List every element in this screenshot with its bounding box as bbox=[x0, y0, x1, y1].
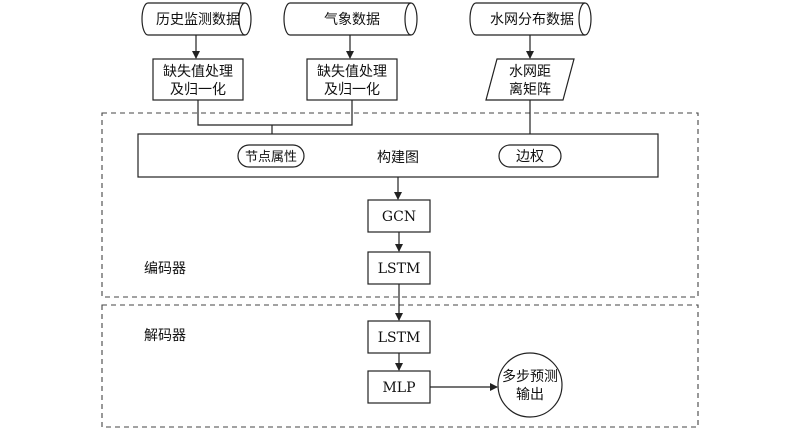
source-water-cylinder: 水网分布数据 bbox=[469, 2, 592, 36]
preprocess-history-line1: 缺失值处理 bbox=[163, 64, 233, 80]
edge-weight-pill: 边权 bbox=[498, 144, 562, 168]
distance-matrix-parallelogram: 水网距 离矩阵 bbox=[485, 58, 575, 101]
encoder-lstm-box: LSTM bbox=[367, 251, 431, 285]
preprocess-box-history: 缺失值处理 及归一化 bbox=[152, 58, 244, 101]
gcn-box: GCN bbox=[367, 199, 431, 233]
preprocess-history-line2: 及归一化 bbox=[170, 81, 226, 98]
encoder-lstm-label: LSTM bbox=[378, 261, 421, 277]
preprocess-weather-line1: 缺失值处理 bbox=[317, 64, 387, 80]
decoder-region bbox=[101, 304, 699, 428]
output-circle: 多步预测 输出 bbox=[497, 352, 563, 418]
gcn-label: GCN bbox=[382, 209, 416, 225]
distance-line2: 离矩阵 bbox=[509, 81, 551, 98]
mlp-box: MLP bbox=[367, 370, 431, 404]
decoder-lstm-label: LSTM bbox=[378, 330, 421, 346]
graph-build-label: 构建图 bbox=[377, 150, 419, 166]
source-weather-cylinder: 气象数据 bbox=[283, 2, 418, 36]
source-weather-label: 气象数据 bbox=[324, 12, 380, 28]
merge-line-preprocess bbox=[197, 100, 353, 126]
encoder-label: 编码器 bbox=[144, 261, 186, 277]
output-line2: 输出 bbox=[516, 387, 544, 403]
source-water-label: 水网分布数据 bbox=[490, 12, 574, 28]
output-line1: 多步预测 bbox=[502, 368, 558, 385]
node-attr-label: 节点属性 bbox=[245, 150, 297, 165]
mlp-label: MLP bbox=[382, 380, 415, 396]
decoder-lstm-box: LSTM bbox=[367, 320, 431, 354]
encoder-region bbox=[101, 112, 699, 298]
source-history-cylinder: 历史监测数据 bbox=[141, 2, 252, 36]
graph-build-box bbox=[137, 133, 659, 178]
edge-weight-label: 边权 bbox=[516, 149, 544, 165]
preprocess-weather-line2: 及归一化 bbox=[324, 81, 380, 98]
preprocess-box-weather: 缺失值处理 及归一化 bbox=[306, 58, 398, 101]
decoder-label: 解码器 bbox=[144, 328, 186, 344]
source-history-label: 历史监测数据 bbox=[156, 12, 240, 28]
node-attr-pill: 节点属性 bbox=[237, 144, 305, 168]
distance-line1: 水网距 bbox=[509, 64, 551, 80]
